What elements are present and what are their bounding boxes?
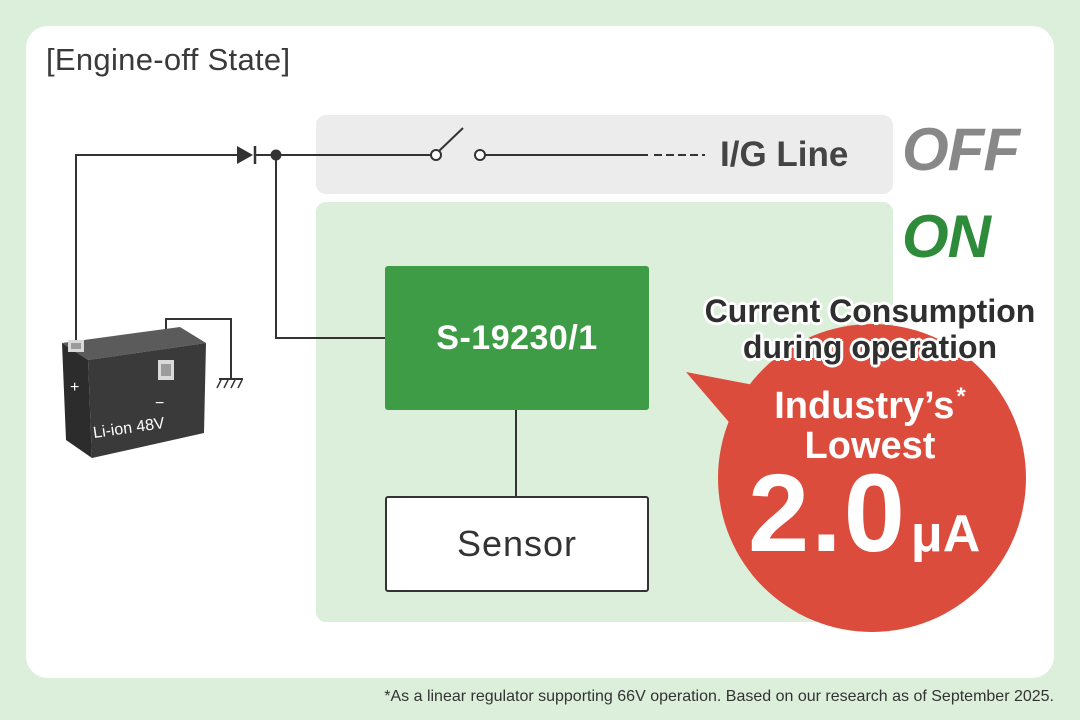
current-value-number: 2.0 [748, 452, 907, 575]
consumption-heading: Current Consumption during operation [700, 293, 1040, 365]
consumption-heading-line2: during operation [742, 329, 998, 365]
on-state-label: ON [902, 203, 991, 270]
consumption-heading-line1: Current Consumption [704, 293, 1036, 329]
diode-icon [237, 146, 257, 164]
industry-claim-line2: Lowest [804, 425, 936, 467]
callout-bubble [686, 324, 1026, 632]
ground-icon [216, 378, 243, 389]
svg-text:+: + [70, 379, 79, 396]
asterisk-mark: * [956, 383, 966, 410]
current-value-unit: μA [910, 505, 981, 563]
diagram-title: [Engine-off State] [46, 42, 291, 77]
switch-icon [430, 127, 486, 161]
battery-icon: + − [62, 327, 206, 458]
ig-line-label: I/G Line [720, 135, 849, 174]
off-state-label: OFF [902, 116, 1020, 183]
sensor-box: Sensor [385, 496, 649, 592]
chip-label: S-19230/1 [436, 318, 598, 357]
industry-claim-line1: Industry’s [774, 385, 955, 427]
svg-text:−: − [155, 395, 164, 412]
footnote: *As a linear regulator supporting 66V op… [384, 688, 1054, 705]
industry-claim: Industry’s* Lowest [730, 377, 1010, 466]
regulator-chip: S-19230/1 [385, 266, 649, 410]
sensor-label: Sensor [456, 523, 578, 564]
current-value: 2.0μA [748, 450, 980, 577]
